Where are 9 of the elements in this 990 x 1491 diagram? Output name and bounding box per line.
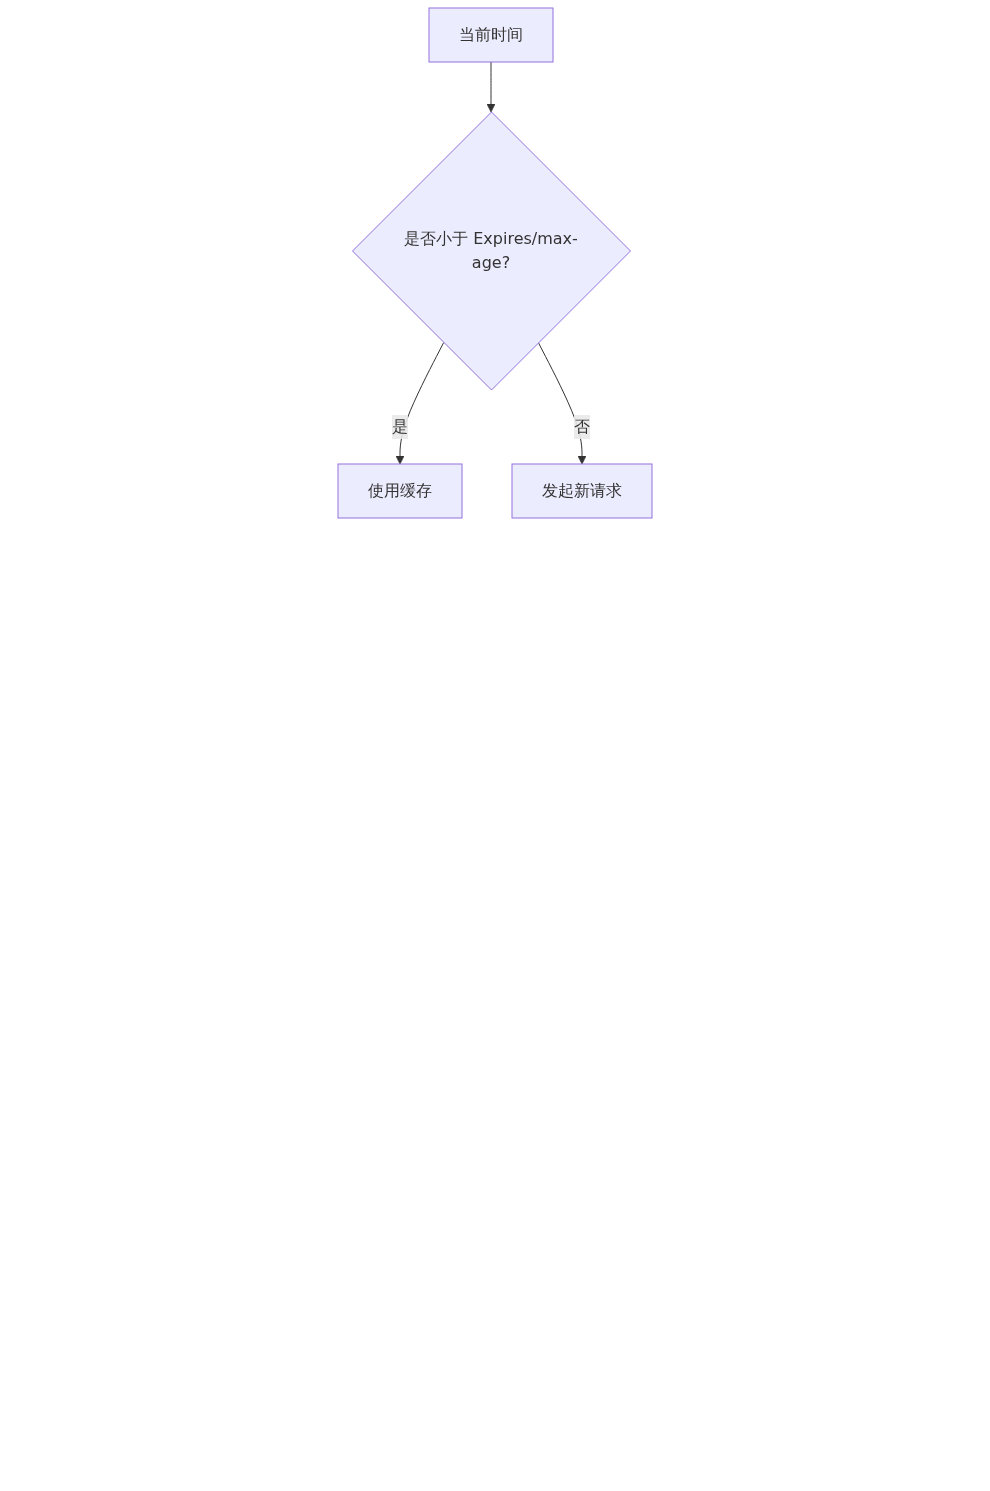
node-diamond: 是否小于 Expires/max-age? (352, 111, 631, 391)
arrow (486, 61, 496, 113)
edge-label: 否 (574, 417, 590, 436)
arrow (537, 342, 587, 465)
node-box: 当前时间 (428, 7, 554, 63)
edge-label: 是 (392, 417, 408, 436)
arrow (395, 342, 445, 465)
node-box: 使用缓存 (337, 463, 463, 519)
node-box: 发起新请求 (511, 463, 653, 519)
